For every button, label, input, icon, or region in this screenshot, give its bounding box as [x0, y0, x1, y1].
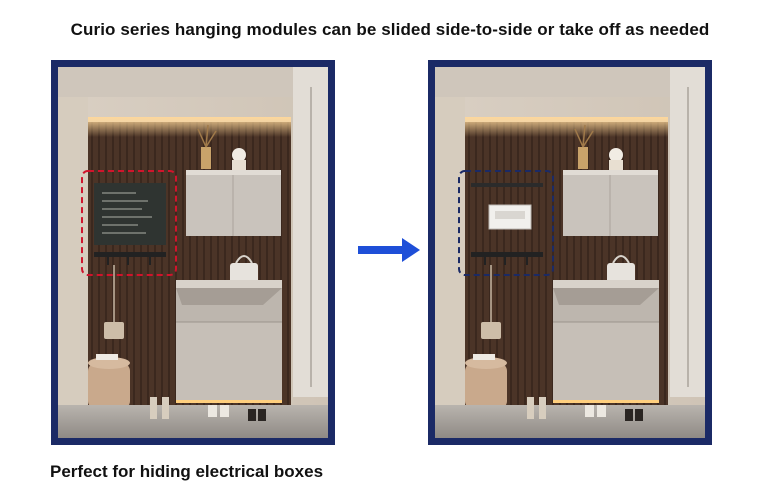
caption: Perfect for hiding electrical boxes: [50, 462, 324, 481]
entryway-scene-after: [435, 67, 705, 438]
right-arrow-icon: [358, 238, 420, 262]
photo-after: [428, 60, 712, 445]
photo-before: [51, 60, 335, 445]
headline: Curio series hanging modules can be slid…: [70, 20, 710, 39]
entryway-scene-before: [58, 67, 328, 438]
